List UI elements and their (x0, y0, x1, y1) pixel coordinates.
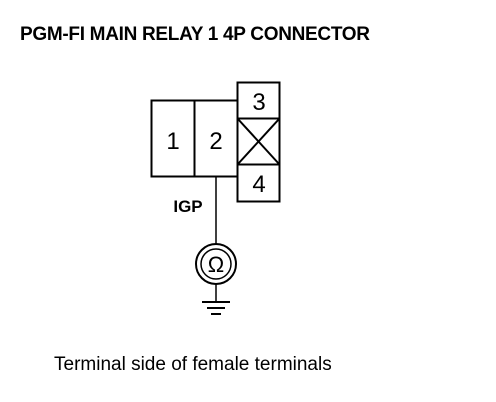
ohmmeter-inner-ring (200, 248, 232, 280)
page-title: PGM-FI MAIN RELAY 1 4P CONNECTOR (20, 24, 370, 45)
igp-terminal-label: IGP (173, 197, 202, 216)
terminal-3-label: 3 (252, 89, 265, 116)
ground-icon (202, 301, 230, 315)
ohm-symbol-icon: Ω (208, 252, 224, 277)
terminal-4-cavity (236, 163, 281, 203)
ohmmeter: Ω (195, 243, 237, 285)
terminal-1-label: 1 (166, 128, 179, 155)
terminal-3-cavity (236, 81, 281, 120)
diagram-caption: Terminal side of female terminals (54, 354, 332, 375)
blank-cavity-cross-b (236, 117, 281, 166)
terminal-4-label: 4 (252, 171, 265, 198)
terminal-2-label: 2 (209, 128, 222, 155)
connector-body (150, 81, 281, 203)
